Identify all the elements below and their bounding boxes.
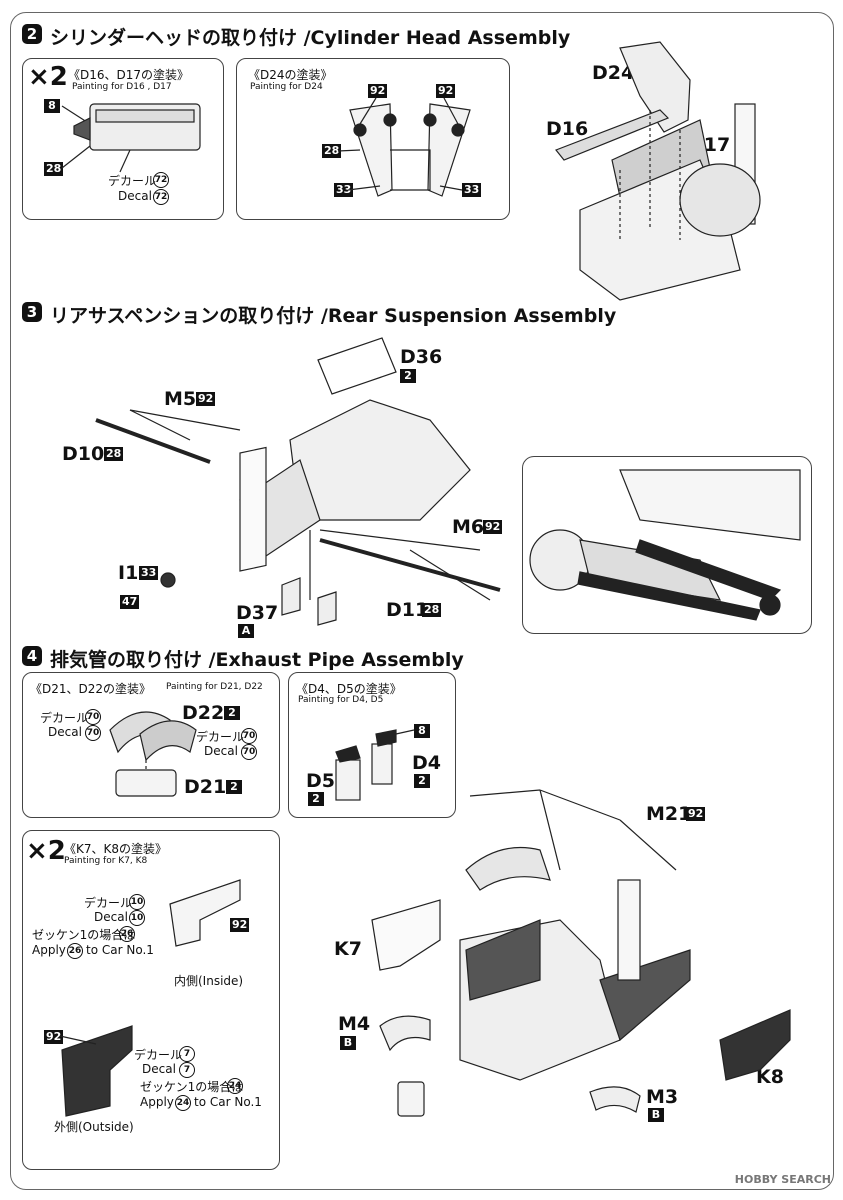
- color-d10: 28: [104, 447, 124, 461]
- part-label-28: 28: [44, 162, 64, 176]
- part-m3: M3: [646, 1086, 679, 1108]
- part-label-8: 8: [44, 99, 60, 113]
- inside-label: 内側(Inside): [174, 974, 244, 988]
- multiplier-label: ×2: [28, 62, 68, 92]
- multiplier-label: ×2: [26, 836, 66, 866]
- part-m5: M5: [164, 388, 197, 410]
- color-label-92: 92: [436, 84, 456, 98]
- decal-label-jp: デカール: [84, 896, 133, 910]
- box-title-jp: 《D4、D5の塗装》: [296, 682, 402, 696]
- decal-number-en: 72: [152, 189, 170, 205]
- decal-label-jp: デカール: [40, 711, 89, 725]
- part-label-33: 33: [462, 183, 482, 197]
- box-title-en: Painting for D16 , D17: [72, 82, 172, 92]
- color-m5: 92: [196, 392, 216, 406]
- part-m21: M21: [646, 803, 692, 825]
- apply-label: Apply: [32, 943, 66, 957]
- qty-d36: 2: [400, 369, 416, 383]
- step-title-cylinder-head: シリンダーヘッドの取り付け /Cylinder Head Assembly: [50, 27, 571, 49]
- part-d11: D11: [386, 599, 429, 621]
- decal-number: 7: [178, 1046, 196, 1062]
- decal-number: 24: [226, 1078, 244, 1094]
- part-d17: D17: [688, 134, 731, 156]
- decal-label-en: Decal: [142, 1062, 176, 1076]
- part-label-8: 8: [414, 724, 430, 738]
- color-label-92: 92: [230, 918, 250, 932]
- detail-inset: [522, 456, 812, 634]
- decal-label-en: Decal: [118, 189, 152, 203]
- qty-m4: B: [340, 1036, 356, 1050]
- part-d4: D4: [412, 752, 441, 774]
- part-d22: D22: [182, 702, 225, 724]
- part-47: 47: [120, 595, 140, 609]
- decal-number: 72: [152, 172, 170, 188]
- decal-number: 10: [128, 894, 146, 910]
- qty-m3: B: [648, 1108, 664, 1122]
- part-m6: M6: [452, 516, 485, 538]
- decal-number: 70: [240, 728, 258, 744]
- decal-number: 24: [174, 1095, 192, 1111]
- decal-number: 10: [128, 910, 146, 926]
- page-frame: [10, 12, 834, 1190]
- color-d11: 28: [422, 603, 442, 617]
- part-label-28: 28: [322, 144, 342, 158]
- box-title-en: Painting for K7, K8: [64, 856, 148, 866]
- decal-label-en: Decal: [48, 725, 82, 739]
- part-d37: D37: [236, 602, 279, 624]
- color-m6: 92: [483, 520, 503, 534]
- box-title-jp: 《D16、D17の塗装》: [68, 68, 190, 82]
- car-number-note: ゼッケン1の場合は: [140, 1080, 244, 1094]
- apply-label: Apply: [140, 1095, 174, 1109]
- decal-label-jp: デカール: [134, 1048, 183, 1062]
- outside-label: 外側(Outside): [54, 1120, 134, 1134]
- car-number-note: ゼッケン1の場合は: [32, 928, 136, 942]
- decal-number: 7: [178, 1062, 196, 1078]
- apply-suffix: to Car No.1: [86, 943, 154, 957]
- part-d10: D10: [62, 443, 105, 465]
- box-title-en: Painting for D24: [250, 82, 323, 92]
- qty-d4: 2: [414, 774, 430, 788]
- box-title-jp: 《D24の塗装》: [248, 68, 333, 82]
- decal-number: 70: [84, 725, 102, 741]
- box-title-jp: 《D21、D22の塗装》: [30, 682, 152, 696]
- step-number-2: 2: [22, 24, 42, 44]
- color-label-92: 92: [368, 84, 388, 98]
- part-k8: K8: [756, 1066, 784, 1088]
- box-title-jp: 《K7、K8の塗装》: [64, 842, 168, 856]
- part-d36: D36: [400, 346, 443, 368]
- qty-d37: A: [238, 624, 254, 638]
- part-i1: I1: [118, 562, 139, 584]
- part-d24: D24: [592, 62, 635, 84]
- box-title-en: Painting for D4, D5: [298, 695, 384, 705]
- qty-d22: 2: [224, 706, 240, 720]
- decal-number: 70: [84, 709, 102, 725]
- part-d21: D21: [184, 776, 227, 798]
- step-title-rear-suspension: リアサスペンションの取り付け /Rear Suspension Assembly: [50, 305, 617, 327]
- part-d5: D5: [306, 770, 335, 792]
- part-m4: M4: [338, 1013, 371, 1035]
- step-number-3: 3: [22, 302, 42, 322]
- decal-number: 26: [66, 943, 84, 959]
- part-label-33: 33: [334, 183, 354, 197]
- decal-number: 70: [240, 744, 258, 760]
- qty-d21: 2: [226, 780, 242, 794]
- apply-suffix: to Car No.1: [194, 1095, 262, 1109]
- watermark: HOBBY SEARCH: [734, 1173, 831, 1186]
- part-k7: K7: [334, 938, 362, 960]
- color-m21: 92: [686, 807, 706, 821]
- step-number-4: 4: [22, 646, 42, 666]
- color-i1: 33: [139, 566, 159, 580]
- qty-d5: 2: [308, 792, 324, 806]
- decal-number: 26: [118, 926, 136, 942]
- box-title-en: Painting for D21, D22: [166, 682, 263, 692]
- decal-label-jp: デカール: [196, 730, 245, 744]
- step-title-exhaust: 排気管の取り付け /Exhaust Pipe Assembly: [50, 649, 464, 671]
- part-d16: D16: [546, 118, 589, 140]
- color-label-92: 92: [44, 1030, 64, 1044]
- decal-label-en: Decal: [204, 744, 238, 758]
- decal-label-jp: デカール: [108, 174, 157, 188]
- decal-label-en: Decal: [94, 910, 128, 924]
